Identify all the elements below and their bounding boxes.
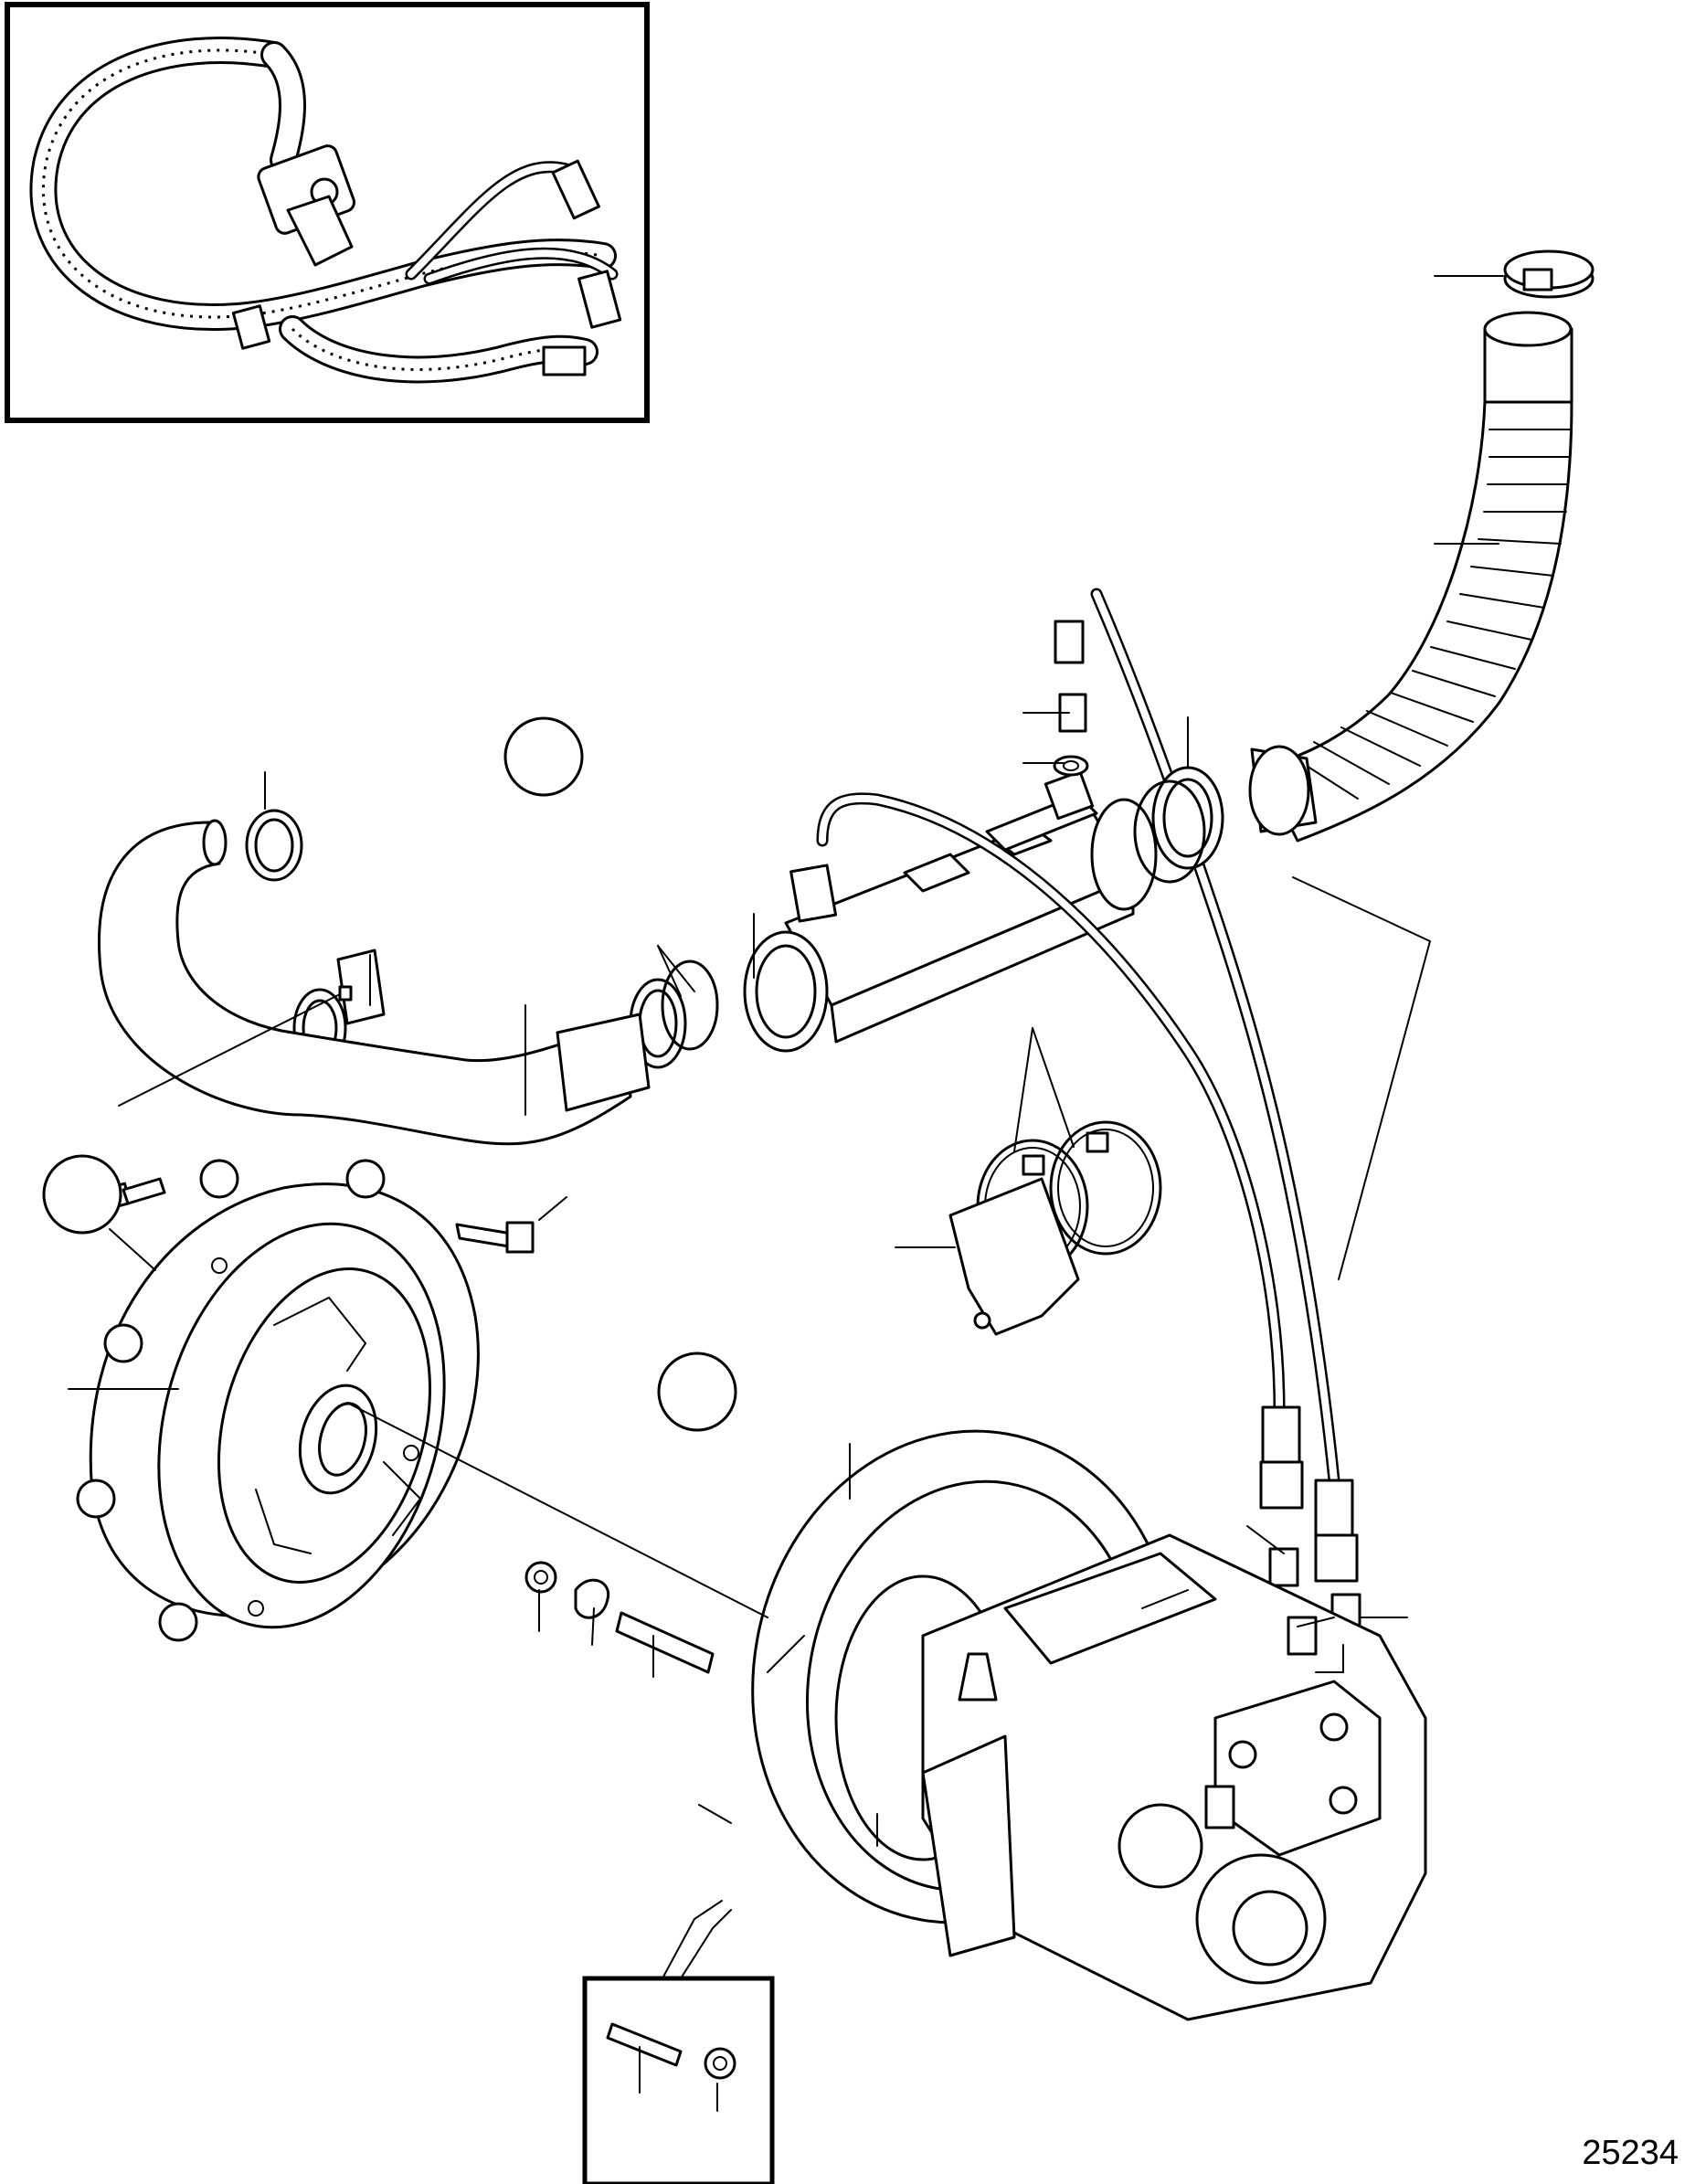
- reference-circles: [42, 716, 737, 1432]
- stud-nut-detail-icon: [582, 1900, 775, 2184]
- harness-inset-icon: [5, 2, 650, 423]
- heat-exchanger: [743, 769, 1158, 1053]
- hose-bracket: [948, 1131, 1109, 1336]
- leader-lines: [68, 275, 1504, 2112]
- rubber-hose: [88, 819, 651, 1214]
- oil-pipes: [816, 588, 1361, 1638]
- fasteners: [455, 1221, 893, 1811]
- figure-number: 25234: [1582, 2134, 1679, 2172]
- reverse-gearbox: [751, 1429, 1427, 2021]
- corrugated-exhaust-hose: [1248, 249, 1594, 843]
- damper-plate: [76, 1159, 480, 1642]
